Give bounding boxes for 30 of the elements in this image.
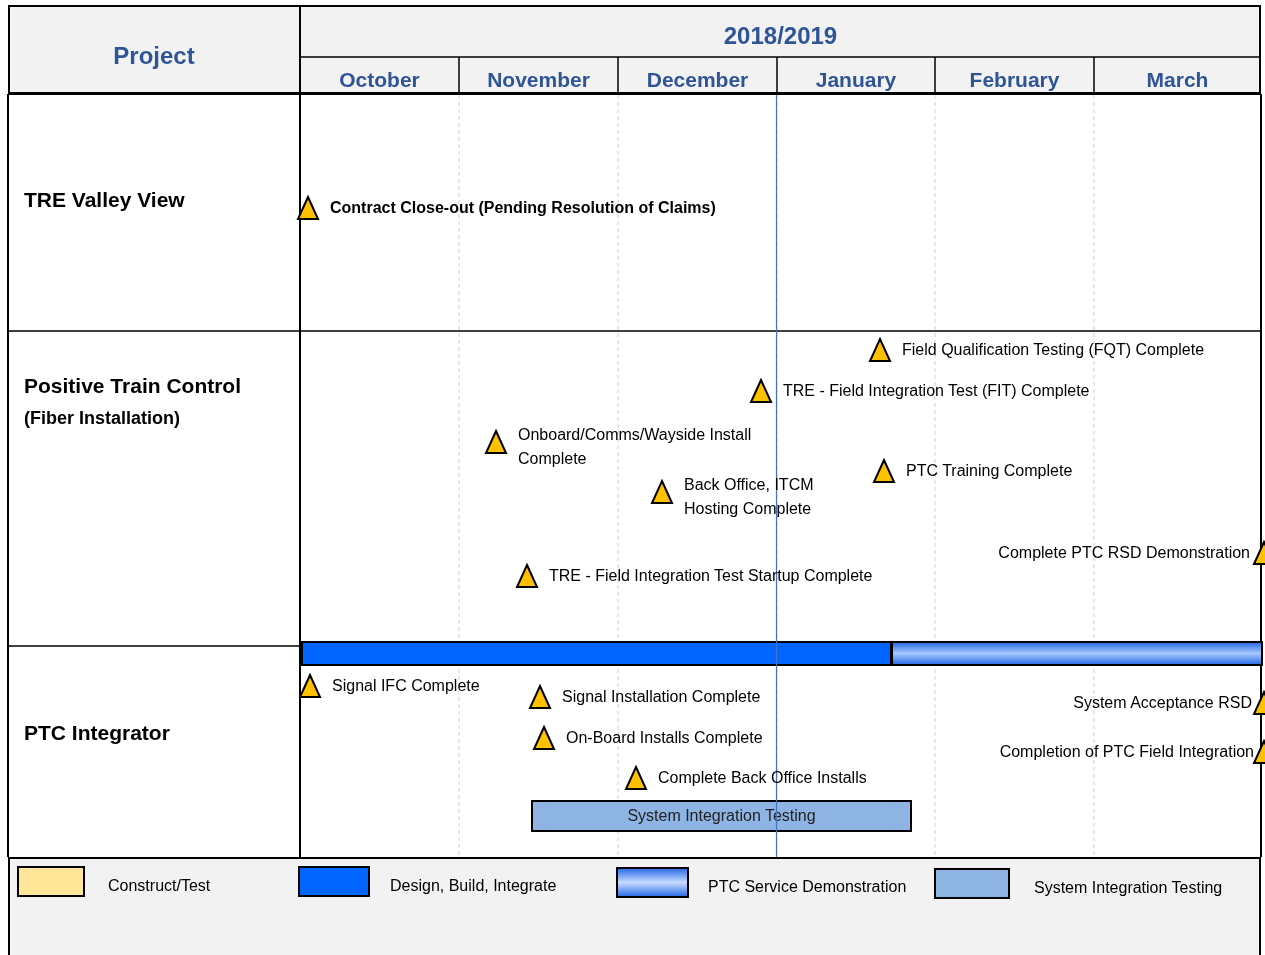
timeline-bar bbox=[891, 641, 1263, 666]
project-name: Positive Train Control bbox=[24, 373, 242, 399]
legend-label: Construct/Test bbox=[108, 876, 211, 896]
milestone-label: System Acceptance RSD bbox=[1073, 693, 1252, 713]
project-name: TRE Valley View bbox=[24, 187, 185, 213]
month-header: February bbox=[968, 67, 1061, 93]
milestone-label: On-Board Installs Complete bbox=[566, 728, 763, 748]
month-header: March bbox=[1145, 67, 1210, 93]
month-header: December bbox=[645, 67, 750, 93]
project-subtitle: (Fiber Installation) bbox=[24, 407, 180, 430]
milestone-label: Complete PTC RSD Demonstration bbox=[998, 543, 1250, 563]
milestone-label: TRE - Field Integration Test (FIT) Complete bbox=[783, 381, 1090, 401]
month-header: November bbox=[486, 67, 591, 93]
legend-label: Design, Build, Integrate bbox=[390, 876, 557, 896]
task-bar: System Integration Testing bbox=[531, 800, 912, 832]
project-name: PTC Integrator bbox=[24, 720, 170, 746]
milestone-label: PTC Training Complete bbox=[906, 461, 1073, 481]
month-header: January bbox=[814, 67, 898, 93]
column-header: 2018/2019 bbox=[722, 21, 839, 51]
milestone-label: Completion of PTC Field Integration bbox=[999, 742, 1254, 762]
milestone-label: Signal Installation Complete bbox=[562, 687, 761, 707]
legend-label: System Integration Testing bbox=[1034, 878, 1223, 898]
milestone-label: Contract Close-out (Pending Resolution of Claims) bbox=[330, 198, 716, 218]
milestone-label: Signal IFC Complete bbox=[332, 676, 480, 696]
legend-label: PTC Service Demonstration bbox=[708, 877, 907, 897]
month-header: October bbox=[338, 67, 421, 93]
milestone-label: Field Qualification Testing (FQT) Complete bbox=[902, 340, 1205, 360]
timeline-bar bbox=[301, 641, 892, 666]
column-header: Project bbox=[112, 41, 196, 71]
milestone-label: Onboard/Comms/Wayside Install Complete bbox=[518, 425, 753, 469]
